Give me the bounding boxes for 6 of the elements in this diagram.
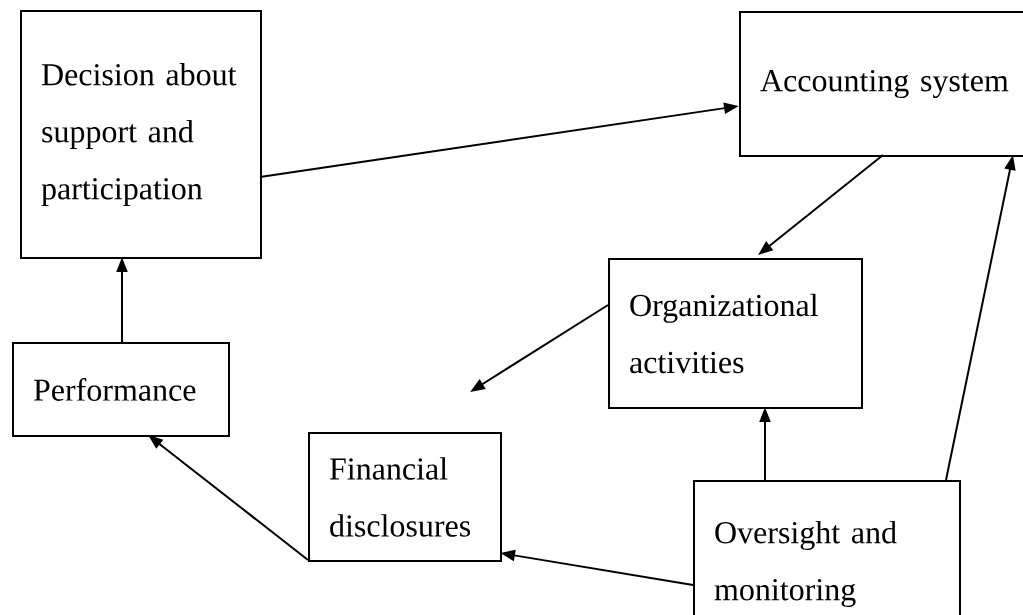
process-box: Organizational activities: [608, 258, 863, 409]
process-box: Oversight and monitoring: [693, 480, 961, 615]
process-box: Financial disclosures: [308, 432, 502, 562]
process-box: Accounting system: [739, 11, 1023, 157]
process-box: Decision about support and participation: [20, 10, 262, 259]
process-box: Performance: [12, 342, 230, 437]
